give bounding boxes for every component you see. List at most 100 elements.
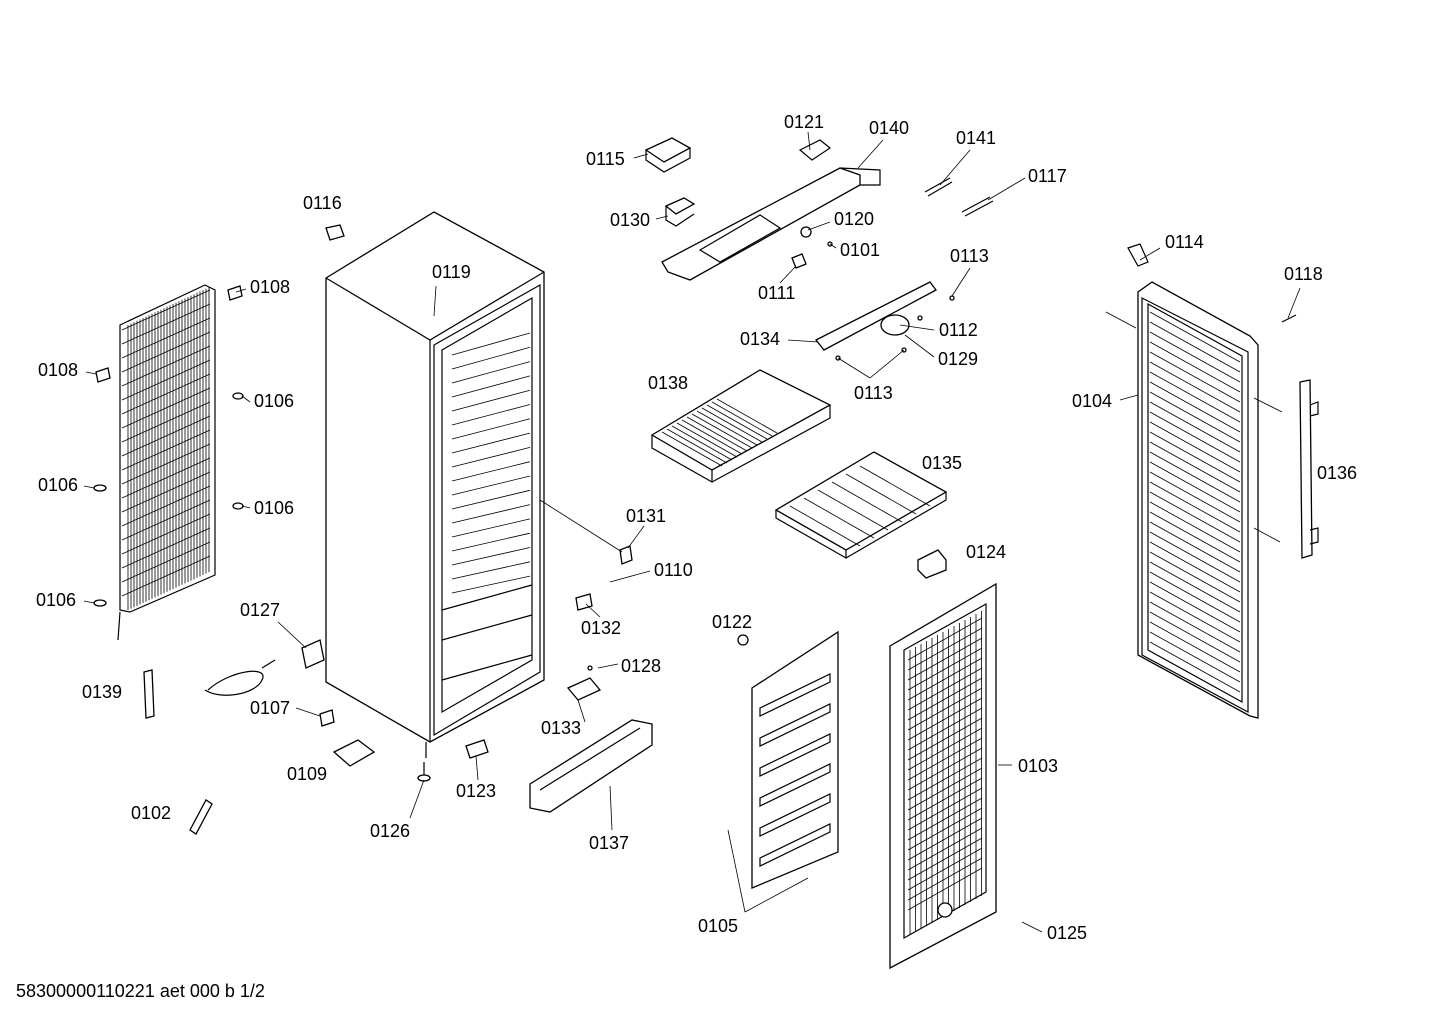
tray-0109 bbox=[332, 739, 376, 767]
mesh-line bbox=[907, 837, 983, 881]
label-0117: 0117 bbox=[1028, 166, 1067, 186]
label-0115: 0115 bbox=[586, 149, 625, 169]
label-0131: 0131 bbox=[626, 506, 666, 526]
door-grille-line bbox=[1149, 371, 1241, 423]
label-0128: 0128 bbox=[621, 656, 661, 676]
callout-labels: 0115 0121 0140 0141 0117 0130 0120 0101 … bbox=[36, 112, 1357, 943]
mesh-line bbox=[907, 867, 983, 911]
mesh-line bbox=[907, 727, 983, 771]
grommet-0106-a bbox=[232, 392, 244, 400]
label-0103: 0103 bbox=[1018, 756, 1058, 776]
cabinet-shelf-rung bbox=[451, 375, 531, 398]
door-grille-line bbox=[1149, 531, 1241, 583]
label-0104: 0104 bbox=[1072, 391, 1112, 411]
mesh-line bbox=[907, 687, 983, 731]
mesh-line bbox=[907, 847, 983, 891]
label-0113-bottom: 0113 bbox=[854, 383, 893, 403]
mesh-line bbox=[907, 707, 983, 751]
label-0132: 0132 bbox=[581, 618, 621, 638]
grommet-0106-b bbox=[93, 484, 107, 492]
door-grille-line bbox=[1149, 321, 1241, 373]
door-grille-line bbox=[1149, 361, 1241, 413]
door-grille-line bbox=[1149, 591, 1241, 643]
label-0108-right: 0108 bbox=[250, 277, 290, 297]
cabinet-shelf-rung bbox=[451, 461, 531, 482]
vent-slot bbox=[759, 823, 831, 867]
door-grille-line bbox=[1149, 351, 1241, 403]
vent-slot bbox=[759, 793, 831, 837]
shelf-wire bbox=[716, 398, 778, 434]
door-grille-line bbox=[1149, 391, 1241, 443]
mesh-line bbox=[907, 697, 983, 741]
door-grille-line bbox=[1149, 501, 1241, 553]
hinge-0133 bbox=[566, 677, 602, 701]
part-0107 bbox=[319, 709, 335, 727]
door-grille-line bbox=[1149, 521, 1241, 573]
shelf-ridge bbox=[789, 505, 861, 547]
mesh-line bbox=[907, 667, 983, 711]
cabinet-shelf-rung bbox=[451, 361, 531, 384]
label-0130: 0130 bbox=[610, 210, 650, 230]
cabinet-shelf-rung bbox=[451, 561, 531, 580]
vent-slot bbox=[759, 673, 831, 717]
label-0107: 0107 bbox=[250, 698, 290, 718]
door-grille-line bbox=[1149, 401, 1241, 453]
shelf-wire bbox=[701, 407, 763, 443]
door-grille-line bbox=[1149, 311, 1241, 363]
shelf-ridge bbox=[845, 473, 917, 515]
cabinet-shelf-rung bbox=[451, 389, 531, 412]
mesh-line bbox=[907, 857, 983, 901]
door-grille-line bbox=[1149, 641, 1241, 693]
control-assembly bbox=[644, 137, 881, 281]
door-grille-line bbox=[1149, 561, 1241, 613]
label-0114: 0114 bbox=[1165, 232, 1204, 252]
handle-0136 bbox=[1299, 379, 1319, 559]
label-0139: 0139 bbox=[82, 682, 122, 702]
cabinet-shelf-rung bbox=[451, 447, 531, 468]
label-0101: 0101 bbox=[840, 240, 880, 260]
label-0109: 0109 bbox=[287, 764, 327, 784]
door-grille-line bbox=[1149, 601, 1241, 653]
label-0120: 0120 bbox=[834, 209, 874, 229]
label-0102: 0102 bbox=[131, 803, 171, 823]
label-0129: 0129 bbox=[938, 349, 978, 369]
door-grille-line bbox=[1149, 541, 1241, 593]
door-grille-line bbox=[1149, 491, 1241, 543]
part-0116 bbox=[325, 224, 345, 241]
panel-0105 bbox=[751, 630, 839, 889]
door-0104 bbox=[1127, 243, 1259, 719]
foot-0126 bbox=[417, 762, 431, 782]
part-0127 bbox=[301, 639, 325, 669]
clip-0131 bbox=[619, 545, 633, 565]
clip-0108-top bbox=[227, 285, 243, 301]
mesh-line bbox=[907, 767, 983, 811]
shelf-wire bbox=[666, 428, 728, 464]
label-0135: 0135 bbox=[922, 453, 962, 473]
door-grille-line bbox=[1149, 341, 1241, 393]
drawing-reference-number: 58300000110221 aet 000 b 1/2 bbox=[16, 981, 265, 1001]
mesh-line bbox=[907, 717, 983, 761]
cabinet-shelf-rung bbox=[451, 475, 531, 496]
pin-0128 bbox=[587, 665, 593, 671]
mesh-line bbox=[907, 797, 983, 841]
door-grille-line bbox=[1149, 611, 1241, 663]
shelf-ridge bbox=[831, 481, 903, 523]
door-grille-line bbox=[1149, 481, 1241, 533]
heater-0117 bbox=[961, 196, 994, 217]
label-0113-top: 0113 bbox=[950, 246, 989, 266]
label-0125: 0125 bbox=[1047, 923, 1087, 943]
mesh-line bbox=[907, 637, 983, 681]
shelf-wire bbox=[706, 404, 768, 440]
cabinet-shelf-rung bbox=[451, 346, 531, 370]
label-0123: 0123 bbox=[456, 781, 496, 801]
cabinet-body bbox=[325, 211, 545, 758]
cabinet-shelf-rung bbox=[451, 504, 531, 524]
label-0127: 0127 bbox=[240, 600, 280, 620]
mesh-line bbox=[907, 647, 983, 691]
tube-0102 bbox=[189, 799, 213, 835]
label-0138: 0138 bbox=[648, 373, 688, 393]
part-0124 bbox=[917, 549, 947, 579]
vent-slot bbox=[759, 703, 831, 747]
